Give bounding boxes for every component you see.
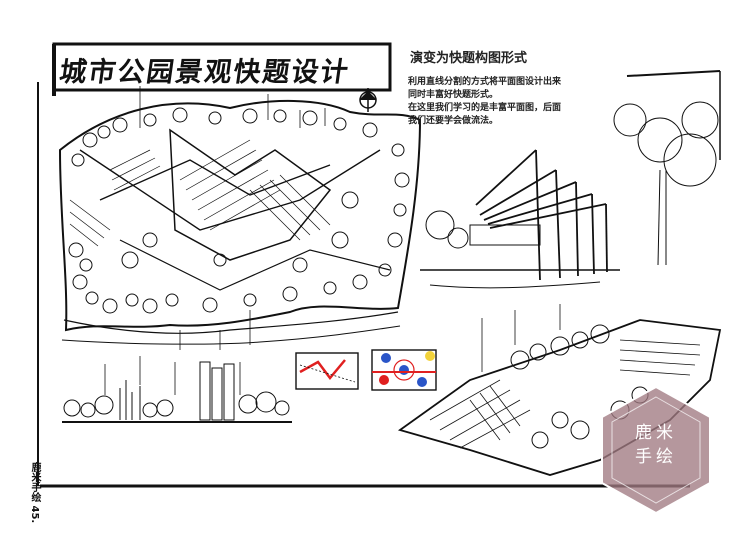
watermark-logo xyxy=(601,385,711,515)
top-right-frame-line xyxy=(626,70,721,77)
description-line: 利用直线分割的方式将平面图设计出来 xyxy=(408,77,562,87)
watermark-line2: 手绘 xyxy=(635,447,677,467)
description-line: 在这里我们学习的是丰富平面图，后面 xyxy=(408,103,562,113)
north-arrow-icon xyxy=(359,88,377,112)
description-text: 利用直线分割的方式将平面图设计出来 同时丰富好快题形式。 在这里我们学习的是丰富… xyxy=(408,76,598,128)
title-frame xyxy=(52,42,392,96)
analysis-diagram-2 xyxy=(371,349,437,391)
side-caption: 鹿米手绘 45. xyxy=(29,462,40,524)
description-line: 我们还要学会做流法。 xyxy=(408,116,499,126)
page-title: 城市公园景观快题设计 xyxy=(57,57,352,88)
section-subtitle: 演变为快题构图形式 xyxy=(410,51,528,66)
master-plan xyxy=(58,86,422,350)
watermark-text: 鹿米 手绘 xyxy=(620,421,692,469)
elevation-drawing xyxy=(62,356,292,423)
perspective-sketch xyxy=(420,101,719,289)
analysis-diagram-1 xyxy=(295,352,359,390)
watermark-line1: 鹿米 xyxy=(635,423,677,443)
birdseye-sketch xyxy=(397,304,722,476)
description-line: 同时丰富好快题形式。 xyxy=(408,90,499,100)
